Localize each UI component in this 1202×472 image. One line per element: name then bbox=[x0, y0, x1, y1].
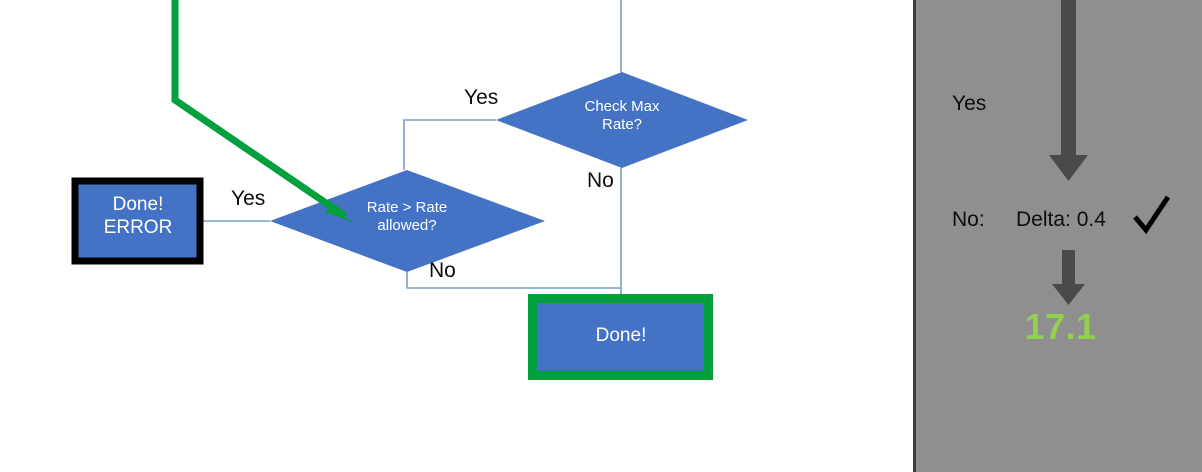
connector-no-to-done bbox=[406, 272, 621, 289]
edge-label-no-rate-allowed: No bbox=[429, 259, 456, 282]
green-arrow-shaft bbox=[171, 0, 347, 219]
node-done[interactable] bbox=[528, 294, 713, 380]
edge-label-no-check-max: No bbox=[587, 169, 614, 192]
check-mark-icon bbox=[1133, 195, 1171, 235]
node-done-error[interactable] bbox=[71, 177, 204, 265]
edge-label-yes-rate-allowed: Yes bbox=[231, 187, 266, 210]
side-panel-graphics bbox=[1049, 0, 1088, 305]
long-down-arrow-icon bbox=[1049, 0, 1088, 181]
panel-result-value: 17.1 bbox=[1024, 306, 1097, 347]
node-rate-gt-rate-allowed[interactable] bbox=[270, 170, 545, 272]
short-down-arrow-icon bbox=[1052, 250, 1085, 305]
connector-yes-to-rate-allowed bbox=[403, 119, 496, 170]
node-check-max-rate[interactable] bbox=[496, 72, 748, 168]
panel-no-label: No: bbox=[952, 208, 985, 231]
highlight-path-green bbox=[171, 0, 355, 223]
side-panel: Yes No: Delta: 0.4 17.1 bbox=[913, 0, 1202, 472]
done-box-shape bbox=[528, 294, 713, 380]
done-error-box-shape bbox=[71, 177, 204, 265]
connector-lines bbox=[200, 0, 622, 300]
green-arrow-head bbox=[325, 203, 355, 223]
panel-yes-label: Yes bbox=[952, 92, 987, 115]
flowchart-canvas: Check Max Rate? Rate > Rate allowed? Don… bbox=[71, 0, 748, 380]
edge-label-yes-check-max: Yes bbox=[464, 86, 499, 109]
flowchart-graphics bbox=[71, 0, 748, 380]
panel-delta-value: Delta: 0.4 bbox=[1016, 208, 1106, 231]
